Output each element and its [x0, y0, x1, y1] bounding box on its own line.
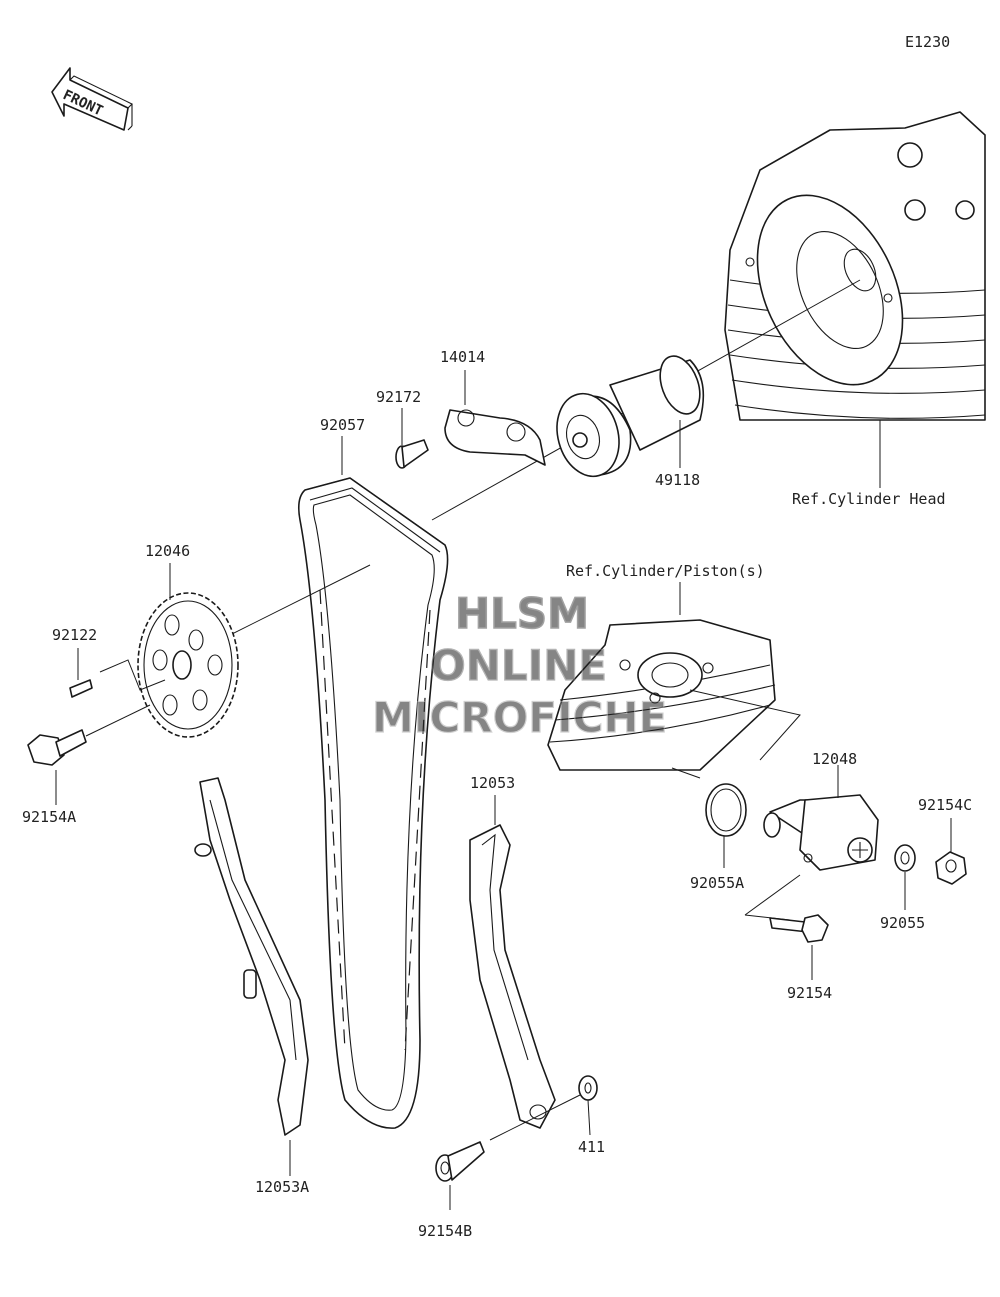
part-92055A-label[interactable]: 92055A — [690, 874, 744, 892]
part-14014-label[interactable]: 14014 — [440, 348, 485, 366]
bolt-92154A — [27, 729, 87, 766]
washer-92055 — [894, 844, 916, 872]
front-arrow-icon: FRONT — [51, 67, 133, 131]
part-92172-label[interactable]: 92172 — [376, 388, 421, 406]
o-ring-92055A — [705, 783, 747, 837]
part-12053-label[interactable]: 12053 — [470, 774, 515, 792]
tensioner-12048 — [763, 794, 879, 871]
watermark-line1: HLSM — [455, 589, 589, 638]
bolt-92154B — [435, 1141, 485, 1182]
ref-cylinder-piston-label[interactable]: Ref.Cylinder/Piston(s) — [566, 562, 765, 580]
washer-411 — [578, 1075, 598, 1101]
cam-chain — [298, 477, 449, 1129]
camshaft — [556, 355, 705, 478]
part-92154A-label[interactable]: 92154A — [22, 808, 76, 826]
guide-12053 — [469, 824, 556, 1129]
part-12046-label[interactable]: 12046 — [145, 542, 190, 560]
part-92154B-label[interactable]: 92154B — [418, 1222, 472, 1240]
watermark: HLSM ONLINE MICROFICHE — [371, 588, 667, 742]
ref-cylinder-head-label: Ref.Cylinder Head — [792, 490, 946, 508]
diagram-code: E1230 — [905, 33, 950, 51]
cylinder-block — [547, 619, 776, 771]
part-92122-label[interactable]: 92122 — [52, 626, 97, 644]
part-411-label[interactable]: 411 — [578, 1138, 605, 1156]
watermark-line3: MICROFICHE — [372, 693, 667, 742]
cylinder-head — [724, 111, 986, 421]
nut-92154C — [935, 851, 967, 885]
part-92154C-label[interactable]: 92154C — [918, 796, 972, 814]
bolt-92172 — [395, 439, 429, 469]
part-92055-label[interactable]: 92055 — [880, 914, 925, 932]
watermark-line2: ONLINE — [430, 641, 607, 690]
guide-12053A — [194, 777, 309, 1136]
part-49118-label[interactable]: 49118 — [655, 471, 700, 489]
sprocket-12046 — [137, 592, 239, 738]
part-12053A-label[interactable]: 12053A — [255, 1178, 309, 1196]
plate-14014 — [444, 409, 546, 466]
part-92154-label[interactable]: 92154 — [787, 984, 832, 1002]
bolt-92154 — [769, 914, 829, 943]
part-12048-label[interactable]: 12048 — [812, 750, 857, 768]
pin-92122 — [69, 679, 93, 698]
part-92057-label[interactable]: 92057 — [320, 416, 365, 434]
